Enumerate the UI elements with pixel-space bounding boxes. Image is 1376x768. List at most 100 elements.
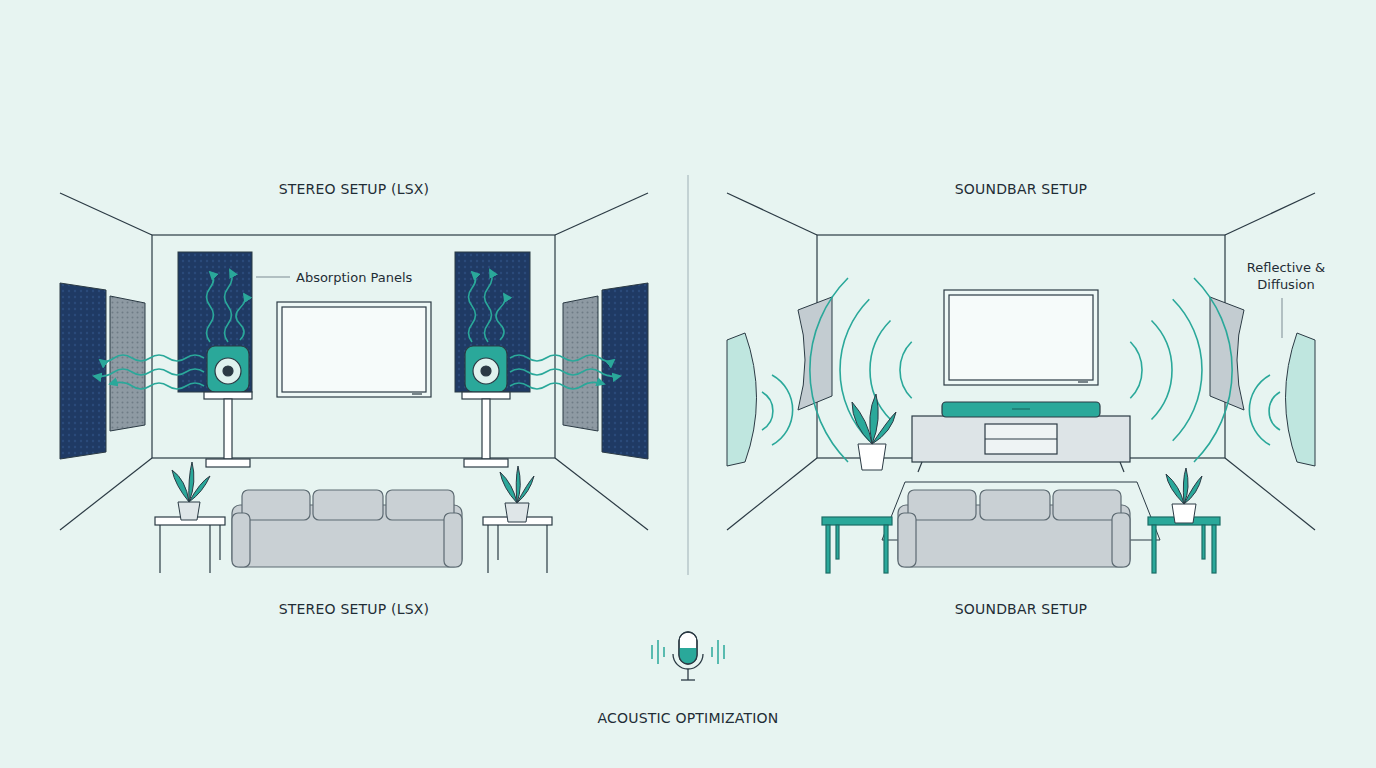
soundbar bbox=[942, 402, 1100, 417]
sound-wave bbox=[762, 278, 1280, 462]
tv-screen-part bbox=[282, 307, 426, 392]
sound-wave-part bbox=[496, 294, 505, 340]
plant-part bbox=[505, 503, 529, 522]
room-outline-part bbox=[555, 193, 648, 235]
panel-heading: STEREO SETUP (LSX) bbox=[224, 181, 484, 198]
sofa-part bbox=[1053, 490, 1121, 520]
diffusion-panel-part bbox=[798, 297, 832, 410]
speaker-part bbox=[207, 346, 249, 392]
tv-stand bbox=[912, 416, 1130, 472]
microphone-icon-part bbox=[711, 647, 713, 657]
sound-wave-part bbox=[100, 355, 204, 362]
soundbar-part bbox=[1012, 408, 1030, 409]
plant-part bbox=[1183, 468, 1188, 504]
sound-wave-part bbox=[236, 294, 245, 340]
microphone-icon-part bbox=[657, 640, 659, 664]
microphone-icon-part bbox=[679, 632, 697, 664]
side-table bbox=[822, 517, 1220, 573]
sound-wave-part bbox=[1173, 299, 1202, 440]
sound-wave-part bbox=[1249, 375, 1270, 445]
speaker-part bbox=[464, 459, 508, 467]
sound-wave-part bbox=[110, 382, 204, 389]
microphone-icon-part bbox=[652, 640, 724, 664]
callout-label: Reflective & Diffusion bbox=[1244, 259, 1328, 293]
microphone-icon-part bbox=[663, 647, 665, 657]
room-outline-part bbox=[60, 193, 152, 235]
tv-stand-part bbox=[918, 462, 922, 472]
panel-footer: STEREO SETUP (LSX) bbox=[224, 601, 484, 618]
microphone-icon-part bbox=[679, 632, 697, 664]
tv-stand-part bbox=[912, 416, 1130, 462]
side-table-part bbox=[1152, 525, 1156, 573]
sofa-part bbox=[232, 513, 250, 567]
sound-wave-part bbox=[1152, 321, 1173, 420]
sofa-part bbox=[444, 513, 462, 567]
plant-part bbox=[178, 502, 200, 520]
plant-part bbox=[858, 444, 886, 470]
plant-part bbox=[172, 470, 189, 502]
room-outline-part bbox=[152, 235, 555, 458]
speaker-part bbox=[215, 358, 241, 384]
sound-wave-part bbox=[762, 392, 773, 430]
plant bbox=[172, 462, 534, 522]
speaker-part bbox=[462, 392, 510, 399]
absorption-panel bbox=[60, 252, 648, 459]
sound-wave-part bbox=[510, 382, 604, 389]
sound-wave-part bbox=[94, 369, 204, 377]
side-table-part bbox=[836, 525, 839, 559]
sound-wave-part bbox=[469, 272, 476, 342]
sound-wave-part bbox=[510, 369, 620, 377]
microphone-icon-part bbox=[723, 645, 725, 659]
room-outline bbox=[60, 193, 648, 530]
callout-label: Absorption Panels bbox=[296, 269, 456, 286]
plant-part bbox=[189, 462, 194, 502]
tv-screen bbox=[277, 302, 431, 397]
absorption-panel-part bbox=[563, 296, 598, 431]
tv-stand-part bbox=[1120, 462, 1124, 472]
side-table bbox=[155, 517, 552, 573]
side-table-part bbox=[1202, 525, 1205, 559]
microphone-icon-part bbox=[673, 654, 703, 669]
sofa-part bbox=[386, 490, 454, 520]
side-table-part bbox=[219, 525, 220, 560]
sofa-part bbox=[898, 513, 916, 567]
tv-screen-part bbox=[412, 393, 422, 394]
plant-part bbox=[870, 394, 879, 444]
side-table-part bbox=[487, 525, 488, 573]
room-outline-part bbox=[555, 458, 648, 530]
panel-heading: SOUNDBAR SETUP bbox=[891, 181, 1151, 198]
soundbar-part bbox=[942, 402, 1100, 417]
sofa-part bbox=[1112, 513, 1130, 567]
room-outline-part bbox=[1225, 458, 1315, 530]
plant-part bbox=[852, 402, 872, 444]
side-table-part bbox=[822, 517, 892, 525]
leader-line bbox=[1282, 298, 1283, 338]
tv-stand-part bbox=[985, 424, 1057, 454]
side-table-part bbox=[884, 525, 888, 573]
sofa-part bbox=[980, 490, 1050, 520]
speaker bbox=[204, 346, 510, 467]
plant-part bbox=[516, 466, 520, 503]
sound-wave-part bbox=[1130, 342, 1142, 399]
room-outline-part bbox=[1225, 193, 1315, 235]
side-table-part bbox=[209, 525, 210, 573]
tv-screen-part bbox=[949, 295, 1093, 380]
speaker-part bbox=[465, 346, 507, 392]
speaker-part bbox=[481, 366, 491, 376]
sound-wave-part bbox=[772, 375, 793, 445]
room-outline-part bbox=[817, 235, 1225, 458]
absorption-panel-part bbox=[110, 296, 145, 431]
diffusion-panel-part bbox=[727, 333, 757, 466]
sound-wave bbox=[94, 270, 620, 389]
sofa-part bbox=[242, 490, 310, 520]
plant bbox=[852, 394, 1202, 523]
plant-part bbox=[1172, 504, 1196, 523]
room-outline-part bbox=[60, 458, 152, 530]
microphone-icon-part bbox=[651, 645, 653, 659]
speaker-part bbox=[473, 358, 499, 384]
side-table-part bbox=[1212, 525, 1216, 573]
caption: ACOUSTIC OPTIMIZATION bbox=[528, 710, 848, 727]
microphone-icon-part bbox=[687, 669, 688, 680]
panel-divider bbox=[688, 175, 689, 575]
